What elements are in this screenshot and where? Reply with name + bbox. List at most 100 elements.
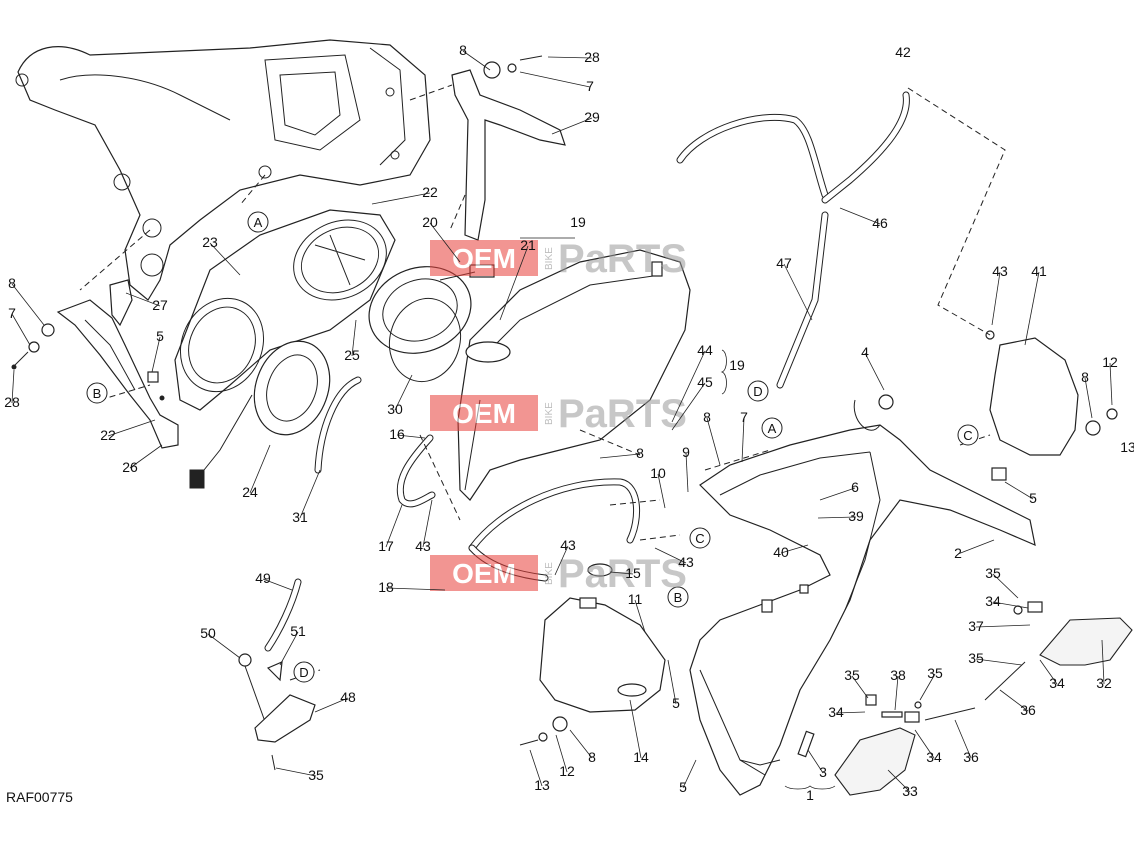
leader-line-41 <box>685 452 689 493</box>
leader-line-73 <box>262 578 293 591</box>
callout-33: 33 <box>902 783 918 799</box>
callout-24: 24 <box>242 484 258 500</box>
leader-line-33 <box>682 759 697 789</box>
bottle-bracket-part <box>238 578 316 771</box>
ref-marker-a: A <box>254 215 263 230</box>
ref-marker-b: B <box>674 590 683 605</box>
callout-29: 29 <box>584 109 600 125</box>
callout-16: 16 <box>389 426 405 442</box>
ref-marker-d: D <box>753 384 762 399</box>
callout-6: 6 <box>851 479 859 495</box>
callout-35: 35 <box>308 767 324 783</box>
watermark-right-text: PaRTS <box>558 237 687 281</box>
leader-line-28 <box>667 659 677 705</box>
watermark-left-text: OEM <box>452 558 516 589</box>
callout-8: 8 <box>703 409 711 425</box>
watermark-badge <box>430 555 538 591</box>
callout-5: 5 <box>156 328 164 344</box>
callout-43: 43 <box>992 263 1008 279</box>
ref-circle-c <box>689 527 711 549</box>
callout-42: 42 <box>895 44 911 60</box>
callout-34: 34 <box>985 593 1001 609</box>
leader-line-70 <box>887 769 911 793</box>
leader-line-60 <box>975 658 1023 666</box>
leader-line-23 <box>422 499 433 548</box>
callout-34: 34 <box>1049 675 1065 691</box>
leader-line-47 <box>957 539 995 555</box>
leader-line-32 <box>569 729 593 759</box>
leader-line-71 <box>807 749 824 774</box>
leader-line-9 <box>209 242 241 276</box>
leader-line-46 <box>864 352 885 391</box>
leader-line-25 <box>554 545 569 576</box>
leader-line-29 <box>629 699 642 759</box>
leader-line-55 <box>1109 362 1113 406</box>
left-bracket-part <box>11 279 179 449</box>
leader-line-11 <box>11 313 31 346</box>
callout-21: 21 <box>520 237 536 253</box>
callout-32: 32 <box>1096 675 1112 691</box>
callout-36: 36 <box>963 749 979 765</box>
ref-marker-a: A <box>768 421 777 436</box>
leader-line-48 <box>1004 481 1034 500</box>
leader-line-67 <box>919 673 936 701</box>
watermark-left-text: OEM <box>452 243 516 274</box>
leader-line-30 <box>529 749 543 787</box>
callout-4: 4 <box>861 344 869 360</box>
leader-line-34 <box>671 350 706 423</box>
expansion-tank-part <box>519 563 666 746</box>
callout-20: 20 <box>422 214 438 230</box>
callout-9: 9 <box>682 444 690 460</box>
leader-line-59 <box>975 624 1031 628</box>
callout-40: 40 <box>773 544 789 560</box>
watermark-mid-text: BIKE <box>544 402 555 425</box>
callout-46: 46 <box>872 215 888 231</box>
radiator-part <box>457 249 691 501</box>
callout-7: 7 <box>586 78 594 94</box>
callout-34: 34 <box>828 704 844 720</box>
leader-line-66 <box>894 675 899 711</box>
leader-line-58 <box>992 601 1029 609</box>
frame-part <box>15 39 431 301</box>
callout-44: 44 <box>697 342 713 358</box>
callout-7: 7 <box>740 409 748 425</box>
watermark-mid-text: BIKE <box>544 247 555 270</box>
duct-32-part <box>1039 617 1133 666</box>
leader-line-40 <box>657 473 666 509</box>
hose-42-part <box>676 91 910 389</box>
callout-12: 12 <box>1102 354 1118 370</box>
callout-36: 36 <box>1020 702 1036 718</box>
duct-33-part <box>834 727 916 796</box>
callout-26: 26 <box>122 459 138 475</box>
callout-49: 49 <box>255 570 271 586</box>
leader-line-75 <box>279 631 299 666</box>
leader-line-38 <box>706 417 721 466</box>
callout-27: 27 <box>152 297 168 313</box>
rod-36-part <box>924 601 1043 721</box>
callout-14: 14 <box>633 749 649 765</box>
ref-circle-b <box>667 586 689 608</box>
callout-7: 7 <box>8 305 16 321</box>
callout-18: 18 <box>378 579 394 595</box>
ref-marker-c: C <box>695 531 704 546</box>
callout-35: 35 <box>985 565 1001 581</box>
callout-35: 35 <box>844 667 860 683</box>
callout-8: 8 <box>588 749 596 765</box>
ref-circle-c <box>957 424 979 446</box>
watermark-badge <box>430 395 538 431</box>
leader-line-52 <box>991 271 1001 326</box>
watermark-mid-text: BIKE <box>544 562 555 585</box>
seal-strip-31-part <box>314 376 362 474</box>
leader-line-10 <box>11 283 45 326</box>
leader-line-44 <box>780 544 809 554</box>
callout-50: 50 <box>200 625 216 641</box>
watermark-left-text: OEM <box>452 398 516 429</box>
callout-34: 34 <box>926 749 942 765</box>
leader-line-18 <box>249 444 271 494</box>
leader-line-39 <box>741 417 745 463</box>
upper-bracket-part <box>451 55 566 241</box>
watermark-right-text: PaRTS <box>558 552 687 596</box>
